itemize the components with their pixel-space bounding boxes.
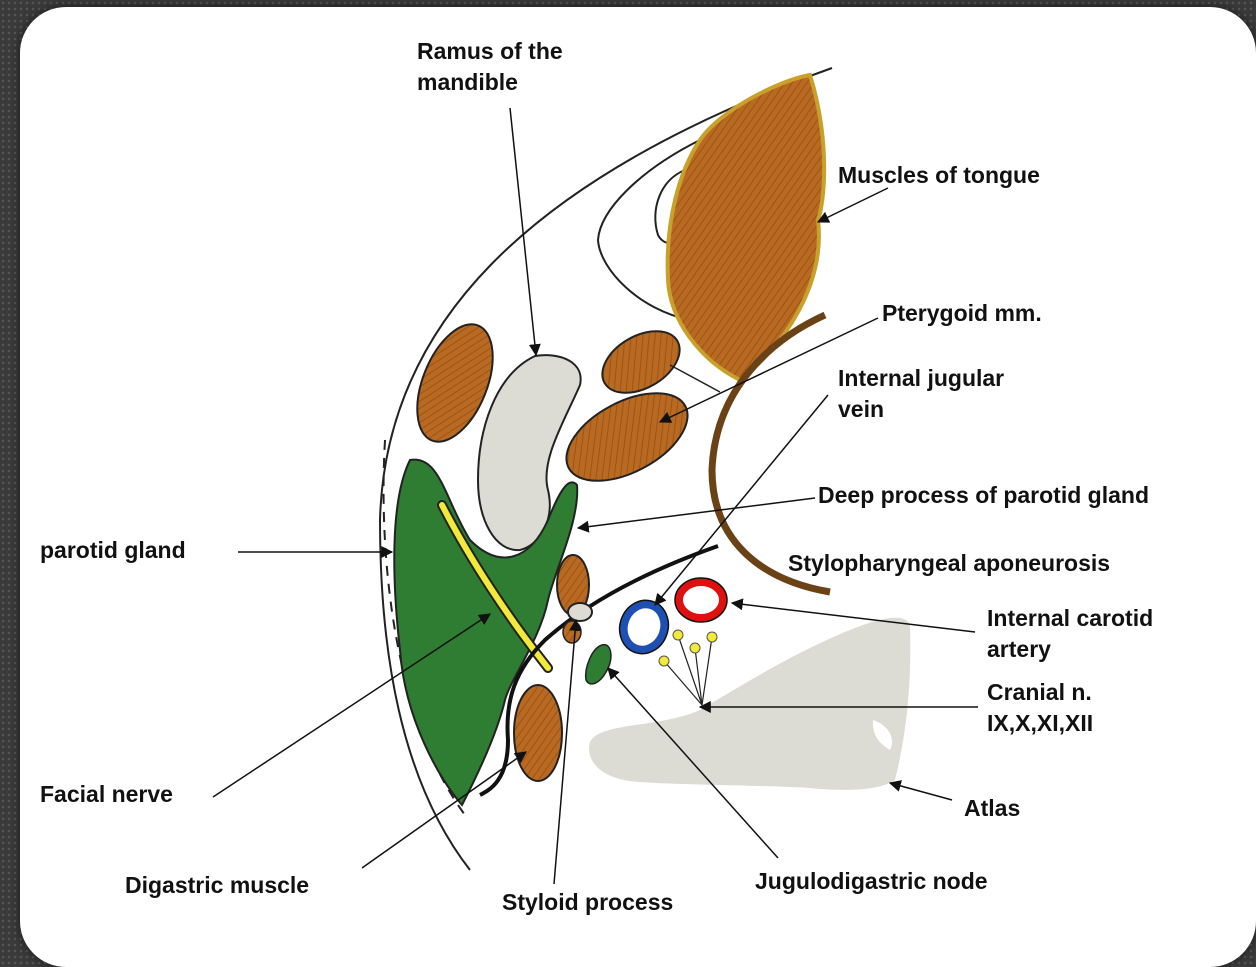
label-cranial: Cranial n. IX,X,XI,XII <box>987 677 1093 739</box>
label-ramus: Ramus of the mandible <box>417 36 563 98</box>
digastric-muscle <box>514 685 562 781</box>
leader-deep-process <box>578 498 815 528</box>
styloid-muscle-lower <box>563 621 581 643</box>
leader-ramus <box>510 108 536 355</box>
parotid-anatomy-diagram <box>0 0 1256 934</box>
leader-atlas <box>890 783 952 800</box>
label-parotid: parotid gland <box>40 535 186 566</box>
label-tongue: Muscles of tongue <box>838 160 1040 191</box>
label-facial: Facial nerve <box>40 779 173 810</box>
jugulodigastric-node <box>586 645 611 684</box>
internal-carotid-artery <box>679 582 723 618</box>
label-ijv: Internal jugular vein <box>838 363 1004 425</box>
leader-ica <box>732 603 975 632</box>
leader-tongue <box>818 188 888 222</box>
label-styloid: Styloid process <box>502 887 673 918</box>
cranial-nerves-group <box>664 635 712 705</box>
label-ica: Internal carotid artery <box>987 603 1153 665</box>
label-stylopharyngeal: Stylopharyngeal aponeurosis <box>788 548 1110 579</box>
styloid-process-bone <box>568 603 592 621</box>
label-digastric: Digastric muscle <box>125 870 309 901</box>
label-atlas: Atlas <box>964 793 1020 824</box>
pterygoid-upper <box>592 318 691 405</box>
label-deep-process: Deep process of parotid gland <box>818 480 1149 511</box>
tongue-muscle <box>668 75 825 380</box>
label-pterygoid: Pterygoid mm. <box>882 298 1042 329</box>
label-jugulodigastric: Jugulodigastric node <box>755 866 988 897</box>
